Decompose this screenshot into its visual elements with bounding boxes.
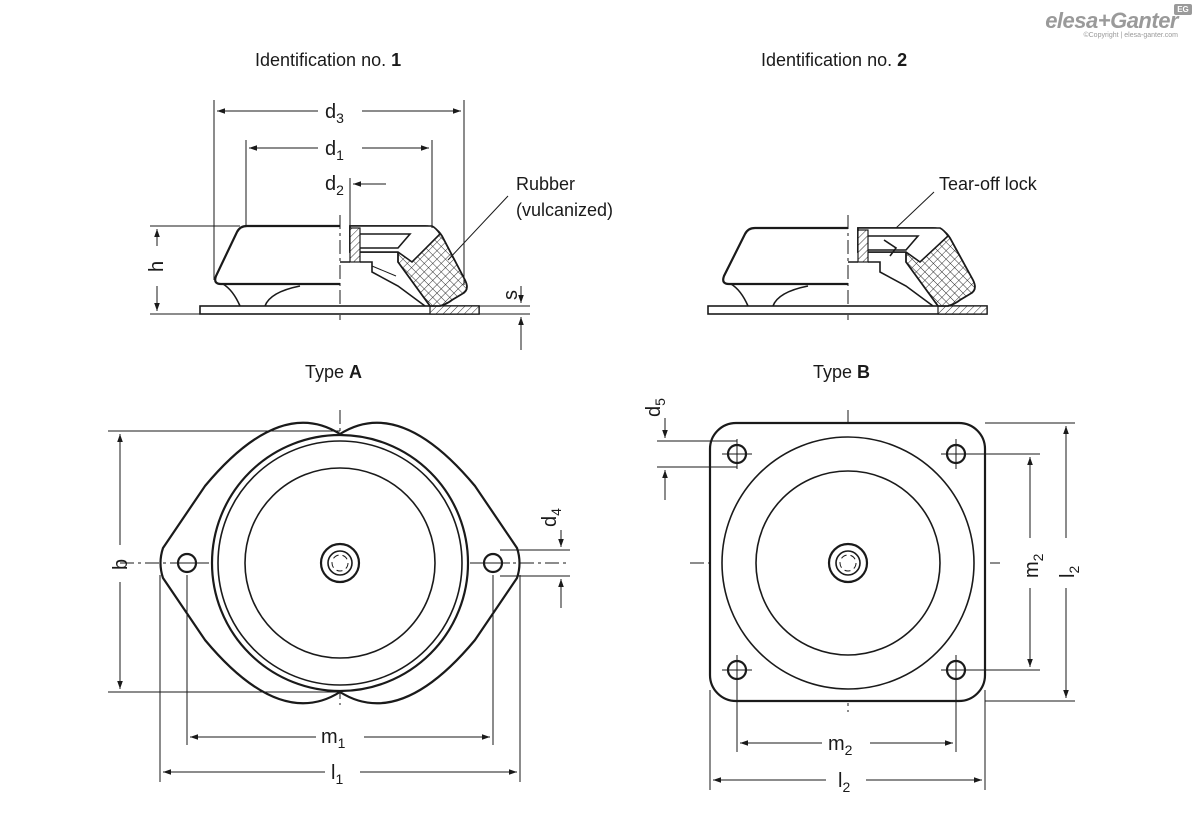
brand-copyright: ©Copyright | elesa-ganter.com [1083, 32, 1178, 39]
plan-view-type-b [657, 410, 1075, 790]
dim-d3-label: d3 [325, 101, 344, 126]
section-view-2 [707, 191, 988, 320]
dim-d1-label: d1 [325, 138, 344, 163]
dim-l2-horizontal-label: l2 [838, 770, 850, 795]
brand-logo-text: elesa+Ganter [1045, 8, 1178, 33]
typeB-title: Type B [813, 362, 870, 382]
section-view-1 [150, 100, 530, 350]
dim-s-label: s [500, 290, 522, 300]
dim-d4-label: d4 [539, 508, 564, 527]
tear-off-lock-label: Tear-off lock [939, 174, 1038, 194]
brand-badge: EG [1174, 4, 1192, 15]
ident1-title: Identification no. 1 [255, 50, 401, 70]
dim-d2-label: d2 [325, 173, 344, 198]
dim-b-label: b [110, 559, 132, 570]
dim-h-label: h [146, 261, 168, 272]
plan-view-type-a [108, 410, 570, 782]
typeA-title: Type A [305, 362, 362, 382]
dim-d5-label: d5 [643, 398, 668, 417]
dim-m2-vertical-label: m2 [1021, 553, 1046, 578]
dim-m1-label: m1 [321, 726, 346, 751]
rubber-label-line2: (vulcanized) [516, 200, 613, 220]
brand-logo: elesa+Ganter ©Copyright | elesa-ganter.c… [1045, 4, 1192, 39]
dim-l2-vertical-label: l2 [1057, 566, 1082, 578]
dim-m2-horizontal-label: m2 [828, 733, 853, 758]
ident2-title: Identification no. 2 [761, 50, 907, 70]
dim-l1-label: l1 [331, 762, 343, 787]
rubber-label-line1: Rubber [516, 174, 575, 194]
